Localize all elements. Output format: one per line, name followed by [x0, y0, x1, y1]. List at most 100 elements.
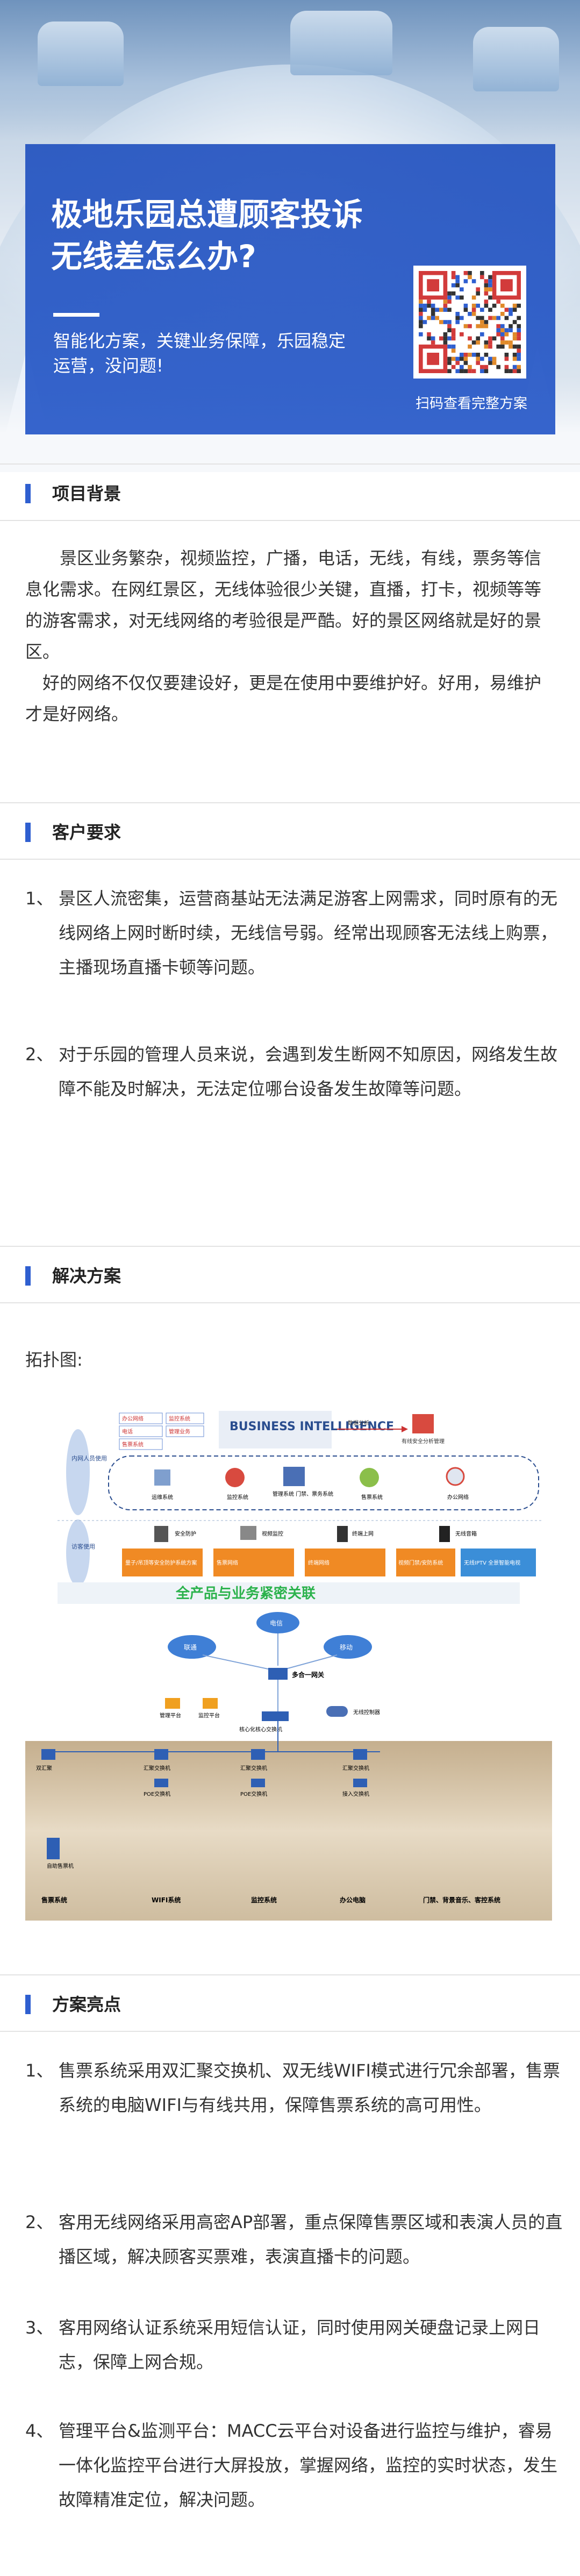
qr-module	[455, 295, 460, 300]
orange-box: 视频门禁/安防系统	[398, 1559, 443, 1566]
bottom-labels: 售票系统 WIFI系统 监控系统 办公电脑 门禁、背景音乐、客控系统	[41, 1896, 500, 1904]
qr-module	[484, 279, 489, 283]
qr-module	[447, 308, 452, 312]
qr-module	[480, 369, 484, 373]
cloud-label: 电信	[270, 1619, 283, 1627]
qr-module	[504, 365, 509, 369]
qr-module	[517, 369, 521, 373]
qr-module	[439, 336, 443, 341]
qr-module	[468, 336, 472, 341]
slogan-bar	[58, 1582, 520, 1604]
qr-module	[455, 275, 460, 280]
qr-module	[496, 316, 500, 320]
qr-module	[471, 303, 476, 308]
qr-module	[451, 271, 456, 275]
qr-module	[447, 328, 452, 332]
poe-row: POE交换机 POE交换机 接入交换机	[144, 1779, 369, 1797]
section-title: 项目背景	[52, 483, 121, 504]
qr-module	[488, 361, 492, 365]
qr-module	[427, 336, 431, 341]
qr-module	[443, 320, 448, 324]
qr-module	[492, 303, 497, 308]
chart-thumb	[412, 1414, 434, 1433]
qr-module	[471, 312, 476, 316]
qr-module	[492, 361, 497, 365]
qr-module	[509, 369, 513, 373]
qr-module	[517, 336, 521, 341]
qr-module	[443, 340, 448, 345]
qr-module	[496, 365, 500, 369]
qr-module	[447, 291, 452, 296]
blue-box: 无线IPTV 全景智能电视	[464, 1559, 520, 1566]
qr-module	[480, 271, 484, 275]
qr-module	[496, 299, 500, 304]
qr-module	[484, 344, 489, 349]
qr-module	[517, 353, 521, 357]
qr-module	[476, 340, 480, 345]
list-number: 2、	[25, 2212, 54, 2232]
qr-module	[419, 299, 423, 304]
mgmt-icon	[165, 1698, 180, 1709]
qr-module	[476, 291, 480, 296]
qr-module	[447, 336, 452, 341]
top-box: 办公网络	[122, 1415, 144, 1422]
qr-module	[517, 332, 521, 337]
qr-module	[512, 365, 517, 369]
qr-module	[480, 365, 484, 369]
bottom-label: WIFI系统	[152, 1896, 181, 1904]
switch-label: 汇聚交换机	[144, 1765, 170, 1772]
business-graphic	[219, 1411, 332, 1448]
qr-module	[447, 320, 452, 324]
bottom-label: 售票系统	[41, 1896, 67, 1904]
section-requirements: 1、 景区人流密集，运营商基站无法满足游客上网需求，同时原有的无线网络上网时断时…	[0, 859, 580, 1246]
qr-module	[488, 295, 492, 300]
hero-banner: 极地乐园总遭顾客投诉无线差怎么办? 智能化方案，关键业务保障，乐园稳定运营，没问…	[25, 144, 555, 434]
list-number: 2、	[25, 1044, 54, 1065]
section-highlights: 1、 售票系统采用双汇聚交换机、双无线WIFI模式进行冗余部署，售票系统的电脑W…	[0, 2031, 580, 2576]
qr-module	[463, 324, 468, 329]
qr-module	[500, 328, 505, 332]
qr-module	[480, 316, 484, 320]
qr-code[interactable]	[413, 266, 526, 379]
qr-module	[447, 324, 452, 329]
qr-module	[488, 283, 492, 288]
qr-module	[492, 316, 497, 320]
qr-module	[509, 340, 513, 345]
qr-module	[447, 344, 452, 349]
qr-module	[435, 308, 439, 312]
qr-module	[460, 295, 464, 300]
qr-module	[517, 324, 521, 329]
qr-module	[423, 320, 427, 324]
system-label: 办公网络	[447, 1494, 469, 1501]
topology-label: 拓扑图:	[25, 1350, 83, 1370]
qr-module	[463, 361, 468, 365]
list-text: 售票系统采用双汇聚交换机、双无线WIFI模式进行冗余部署，售票系统的电脑WIFI…	[59, 2060, 560, 2115]
arrow-head	[402, 1426, 408, 1432]
left-tag: 访客使用	[71, 1543, 95, 1550]
qr-module	[471, 369, 476, 373]
qr-module	[455, 356, 460, 361]
qr-module	[451, 332, 456, 337]
qr-module	[480, 356, 484, 361]
qr-module	[504, 369, 509, 373]
section-header-requirements: 客户要求	[0, 802, 580, 859]
qr-finder	[500, 279, 513, 291]
qr-module	[455, 361, 460, 365]
section-marker	[25, 484, 31, 503]
orange-box: 量子/吊顶等安全防护系统方案	[125, 1559, 197, 1566]
qr-module	[512, 320, 517, 324]
qr-module	[468, 312, 472, 316]
qr-module	[509, 344, 513, 349]
list-text: 对于乐园的管理人员来说，会遇到发生断网不知原因，网络发生故障不能及时解决，无法定…	[59, 1044, 558, 1099]
qr-module	[484, 283, 489, 288]
system-label: 监控系统	[227, 1494, 248, 1501]
qr-module	[463, 369, 468, 373]
analysis-label: 有线安全分析管理	[402, 1438, 445, 1445]
qr-module	[504, 353, 509, 357]
qr-module	[468, 365, 472, 369]
top-box: 管理业务	[169, 1428, 190, 1435]
qr-module	[471, 279, 476, 283]
qr-module	[509, 308, 513, 312]
section-solution	[0, 1302, 580, 1923]
qr-module	[488, 356, 492, 361]
